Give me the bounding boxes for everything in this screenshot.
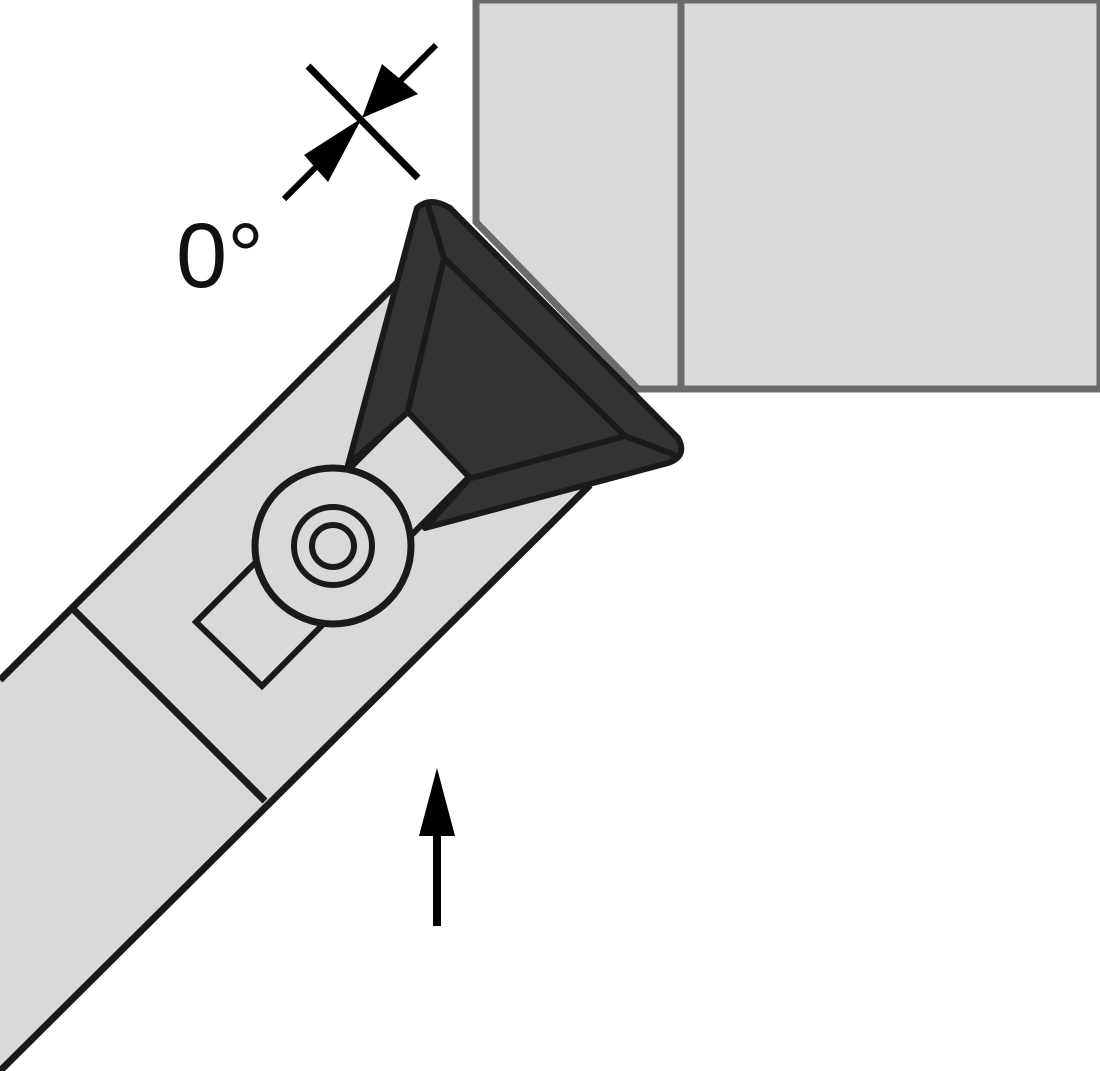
screw-inner-ring <box>309 522 357 570</box>
insert-facet-left <box>405 257 447 411</box>
angle-upper-leader <box>393 42 439 88</box>
angle-label: 0° <box>176 205 264 307</box>
feed-arrow-up-icon <box>419 768 455 836</box>
angle-arrow-up-icon <box>304 118 362 182</box>
workpiece <box>472 0 1100 393</box>
holder-lower-edge <box>0 482 593 1071</box>
clamp-assembly <box>191 405 477 691</box>
angle-arrow-down-icon <box>362 64 418 118</box>
angle-reference-line <box>305 63 421 181</box>
cutting-insert <box>345 199 685 531</box>
angle-indicator <box>281 42 439 202</box>
holder-section-line <box>69 605 268 804</box>
insert-facet-bottom <box>471 433 626 481</box>
workpiece-body <box>472 0 1100 393</box>
insert-inner-facet <box>425 204 677 458</box>
feed-direction-arrow <box>419 768 455 926</box>
holder-upper-edge <box>0 272 408 683</box>
